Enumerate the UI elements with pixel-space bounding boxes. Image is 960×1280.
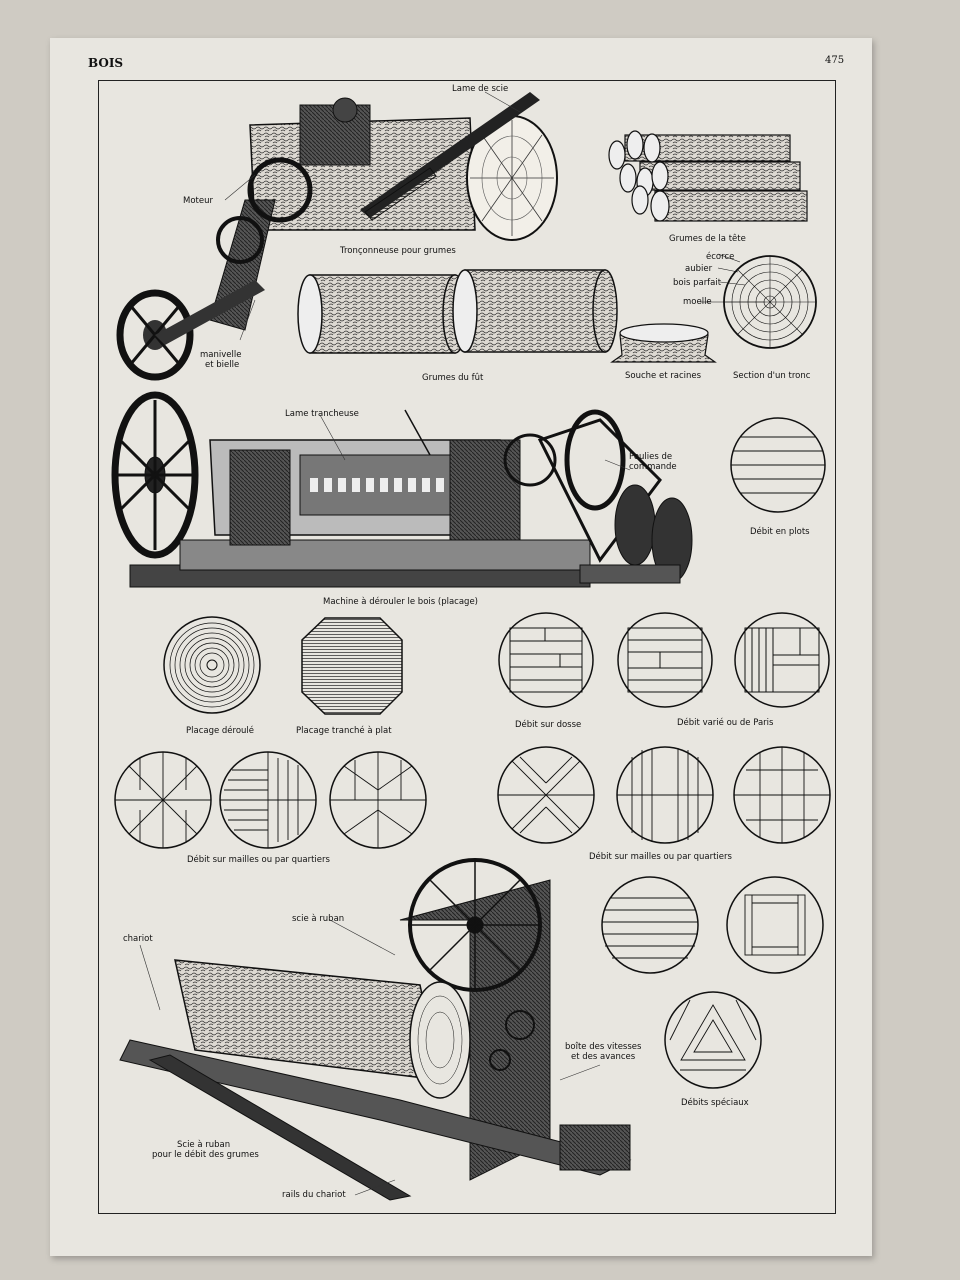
mailles-left-diagram-1	[114, 751, 212, 849]
section-tronc-illustration	[700, 253, 817, 349]
label-rails: rails du chariot	[282, 1190, 346, 1200]
plate-frame	[98, 80, 836, 1214]
mailles-left-diagram-3	[329, 751, 427, 849]
label-tronconneuse: Tronçonneuse pour grumes	[340, 246, 456, 256]
label-scie-caption-1: Scie à ruban	[177, 1140, 231, 1150]
grumes-tete-illustration	[608, 130, 808, 222]
debits-speciaux-diagram-1	[601, 876, 699, 974]
label-debits-speciaux: Débits spéciaux	[681, 1098, 749, 1108]
debits-speciaux-diagram-2	[726, 876, 824, 974]
mailles-right-diagram-1	[497, 746, 595, 844]
debit-dosse-diagram	[498, 612, 594, 708]
debit-plots-diagram	[730, 417, 826, 513]
souche-illustration	[610, 323, 717, 363]
label-machine-derouler: Machine à dérouler le bois (placage)	[323, 597, 478, 607]
label-moelle: moelle	[683, 297, 712, 307]
label-poulies-2: commande	[629, 462, 677, 472]
label-poulies-1: Poulies de	[629, 452, 673, 462]
debits-speciaux-diagram-3	[664, 991, 762, 1089]
placage-tranche-diagram	[301, 617, 403, 715]
scie-ruban-illustration	[119, 858, 632, 1201]
label-grumes-fut: Grumes du fût	[422, 373, 484, 383]
placage-deroule-diagram	[163, 616, 261, 714]
label-placage-deroule: Placage déroulé	[186, 726, 255, 736]
label-scie-caption-2: pour le débit des grumes	[152, 1150, 259, 1160]
section-title: BOIS	[88, 56, 124, 70]
label-grumes-tete: Grumes de la tête	[669, 234, 746, 244]
label-scie-ruban: scie à ruban	[292, 914, 345, 924]
label-et-bielle: et bielle	[205, 360, 240, 370]
label-lame-de-scie: Lame de scie	[452, 84, 509, 94]
label-boite-2: et des avances	[571, 1052, 636, 1062]
leader-lines	[139, 91, 631, 1196]
page-number: 475	[825, 55, 845, 66]
label-bois-parfait: bois parfait	[673, 278, 722, 288]
mailles-left-diagram-2	[219, 751, 317, 849]
label-ecorce: écorce	[706, 252, 735, 262]
label-debit-plots: Débit en plots	[750, 527, 810, 537]
tronconneuse-illustration	[116, 92, 558, 381]
mailles-right-diagram-3	[733, 746, 831, 844]
label-souche: Souche et racines	[625, 371, 702, 381]
label-moteur: Moteur	[183, 196, 213, 206]
label-debit-dosse: Débit sur dosse	[515, 720, 582, 730]
label-debit-paris: Débit varié ou de Paris	[677, 718, 774, 728]
label-manivelle: manivelle	[200, 350, 242, 360]
machine-derouler-illustration	[111, 391, 693, 588]
mailles-right-diagram-2	[616, 746, 714, 844]
grumes-fut-illustration	[297, 269, 618, 354]
label-placage-tranche: Placage tranché à plat	[296, 726, 392, 736]
label-boite-1: boîte des vitesses	[565, 1042, 642, 1052]
label-section-tronc: Section d'un tronc	[733, 371, 811, 381]
debit-paris-diagram-1	[617, 612, 713, 708]
label-aubier: aubier	[685, 264, 713, 274]
label-mailles-left: Débit sur mailles ou par quartiers	[187, 855, 330, 865]
label-chariot: chariot	[123, 934, 153, 944]
label-mailles-right: Débit sur mailles ou par quartiers	[589, 852, 732, 862]
label-lame-trancheuse: Lame trancheuse	[285, 409, 359, 419]
debit-paris-diagram-2	[734, 612, 830, 708]
